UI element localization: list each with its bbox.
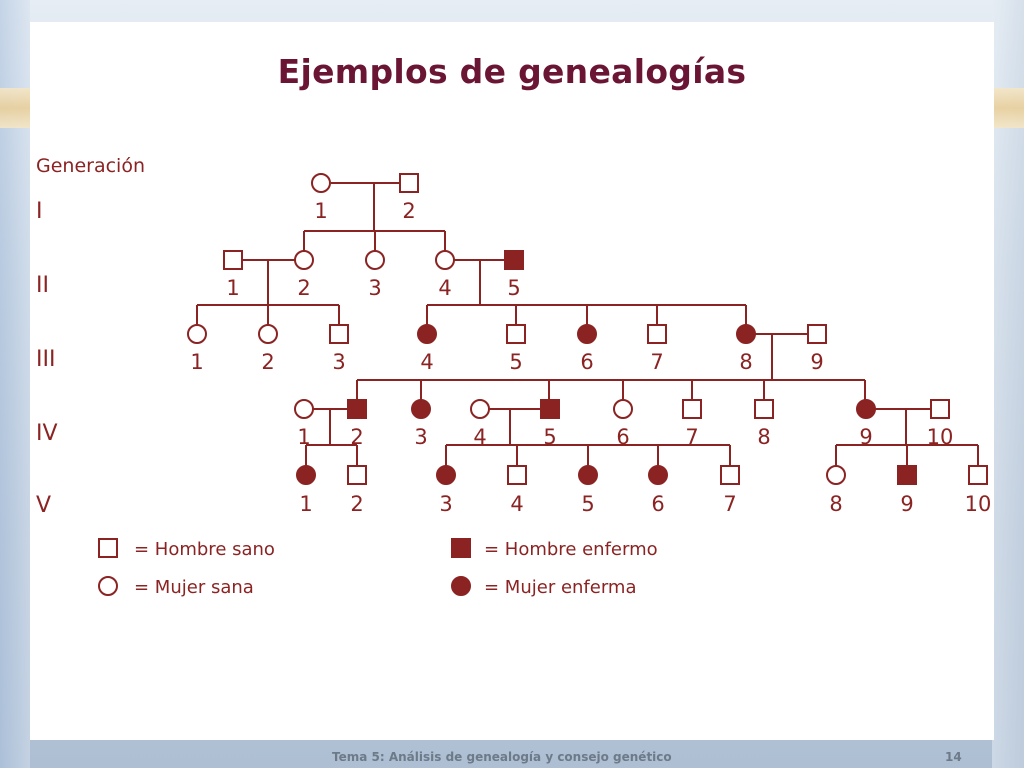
background-right-gradient [992,0,1024,768]
individual-II-4-circle [435,250,455,270]
individual-V-5-label: 5 [581,492,594,516]
individual-III-1-label: 1 [190,350,203,374]
individual-V-2-label: 2 [350,492,363,516]
individual-I-1-label: 1 [314,199,327,223]
individual-III-3-label: 3 [332,350,345,374]
legend-healthy-female-icon [98,576,118,596]
individual-II-2-circle [294,250,314,270]
individual-III-4-circle [417,324,437,344]
generation-label-IV: IV [36,421,58,446]
individual-IV-10-square [930,399,950,419]
individual-V-3-circle [436,465,456,485]
individual-III-8-label: 8 [739,350,752,374]
legend-healthy-male-icon [98,538,118,558]
individual-III-2-circle [258,324,278,344]
individual-V-10-square [968,465,988,485]
legend-affected-female-icon [451,576,471,596]
background-left-gradient [0,0,30,768]
individual-IV-9-label: 9 [859,425,872,449]
generation-header: Generación [36,155,145,177]
generation-label-I: I [36,199,43,224]
individual-IV-10-label: 10 [927,425,954,449]
individual-IV-2-square [347,399,367,419]
individual-IV-6-circle [613,399,633,419]
individual-V-3-label: 3 [439,492,452,516]
generation-label-III: III [36,347,55,372]
individual-III-7-square [647,324,667,344]
individual-V-1-label: 1 [299,492,312,516]
pedigree-legend: = Hombre sano = Hombre enfermo = Mujer san… [98,538,658,598]
individual-IV-8-label: 8 [757,425,770,449]
individual-II-3-circle [365,250,385,270]
individual-III-6-circle [577,324,597,344]
individual-III-2-label: 2 [261,350,274,374]
background-stripe-left [0,88,30,128]
individual-IV-1-circle [294,399,314,419]
individual-IV-1-label: 1 [297,425,310,449]
legend-affected-male-icon [451,538,471,558]
generation-label-V: V [36,493,51,518]
individual-II-2-label: 2 [297,276,310,300]
individual-II-1-label: 1 [226,276,239,300]
individual-V-6-circle [648,465,668,485]
individual-III-5-square [506,324,526,344]
individual-V-2-square [347,465,367,485]
individual-IV-2-label: 2 [350,425,363,449]
individual-III-4-label: 4 [420,350,433,374]
individual-V-7-label: 7 [723,492,736,516]
individual-III-9-square [807,324,827,344]
individual-III-9-label: 9 [810,350,823,374]
individual-I-1-circle [311,173,331,193]
individual-IV-7-square [682,399,702,419]
pedigree-individuals-layer: 1 2 1 2 3 4 5 1 2 3 4 5 6 7 8 9 1 2 3 4 5 6 7 8 9 10 1 2 3 4 5 6 7 8 9 10 [187,173,992,516]
legend-healthy-female-label: = Mujer sana [134,577,254,598]
footer-topic: Tema 5: Análisis de genealogía y consejo… [332,750,672,764]
individual-IV-6-label: 6 [616,425,629,449]
individual-V-9-square [897,465,917,485]
individual-V-5-circle [578,465,598,485]
individual-V-10-label: 10 [965,492,992,516]
pedigree-connecting-lines [196,182,979,466]
individual-V-7-square [720,465,740,485]
individual-IV-5-square [540,399,560,419]
individual-III-5-label: 5 [509,350,522,374]
slide-title: Ejemplos de genealogías [277,52,747,91]
individual-II-4-label: 4 [438,276,451,300]
page-number: 14 [945,750,962,764]
individual-IV-5-label: 5 [543,425,556,449]
individual-IV-8-square [754,399,774,419]
individual-V-8-label: 8 [829,492,842,516]
legend-affected-male-label: = Hombre enfermo [484,539,658,560]
individual-IV-7-label: 7 [685,425,698,449]
slide-footer: Tema 5: Análisis de genealogía y consejo… [0,742,1024,768]
background-stripe-right [992,88,1024,128]
individual-III-7-label: 7 [650,350,663,374]
individual-III-3-square [329,324,349,344]
individual-I-2-label: 2 [402,199,415,223]
individual-III-6-label: 6 [580,350,593,374]
individual-IV-4-circle [470,399,490,419]
individual-II-5-square [504,250,524,270]
individual-II-5-label: 5 [507,276,520,300]
individual-V-1-circle [296,465,316,485]
individual-III-8-circle [736,324,756,344]
individual-V-4-square [507,465,527,485]
individual-V-6-label: 6 [651,492,664,516]
individual-I-2-square [399,173,419,193]
individual-V-4-label: 4 [510,492,523,516]
individual-II-1-square [223,250,243,270]
individual-IV-9-circle [856,399,876,419]
generation-label-II: II [36,273,49,298]
individual-IV-3-label: 3 [414,425,427,449]
individual-V-9-label: 9 [900,492,913,516]
individual-III-1-circle [187,324,207,344]
legend-affected-female-label: = Mujer enferma [484,577,636,598]
individual-V-8-circle [826,465,846,485]
individual-IV-3-circle [411,399,431,419]
individual-IV-4-label: 4 [473,425,486,449]
individual-II-3-label: 3 [368,276,381,300]
legend-healthy-male-label: = Hombre sano [134,539,275,560]
